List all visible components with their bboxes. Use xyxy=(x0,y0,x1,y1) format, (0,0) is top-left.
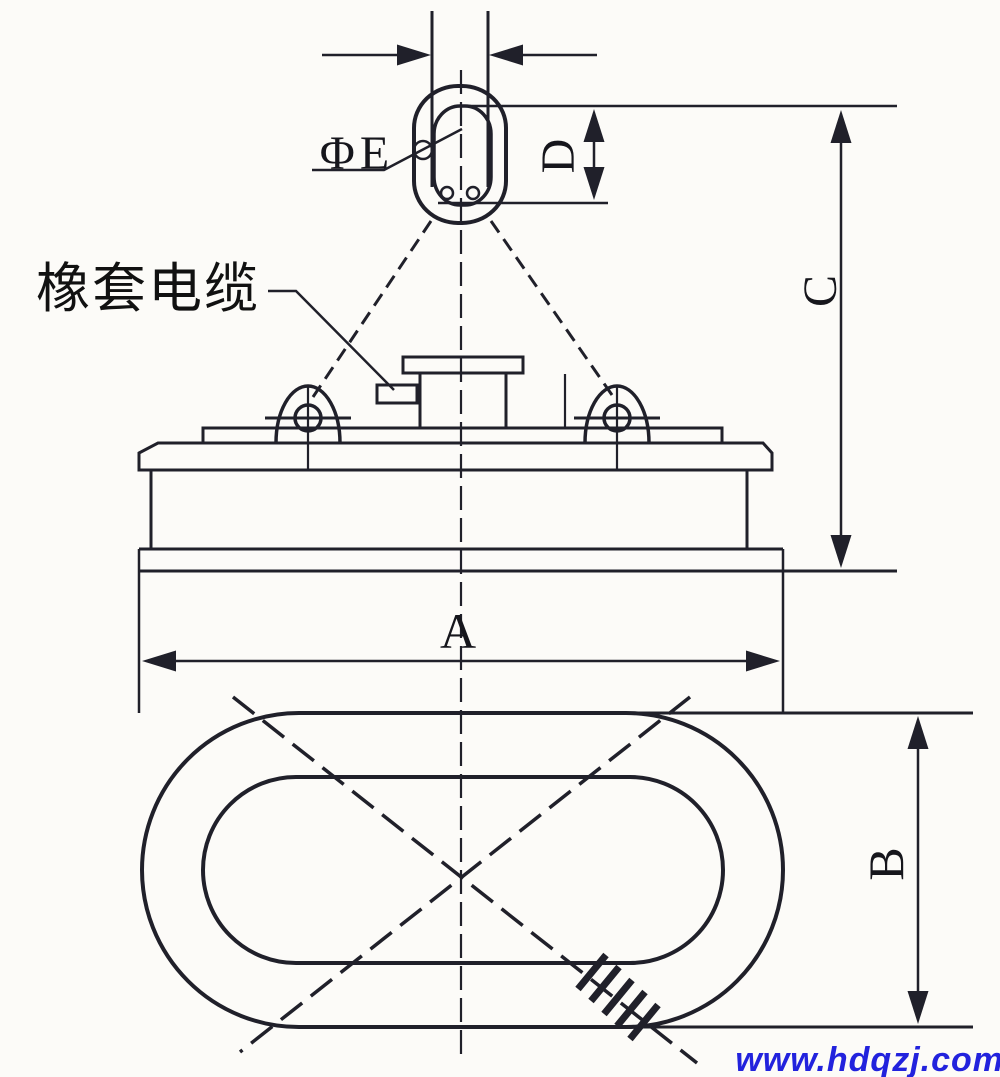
c-arrow-up-icon xyxy=(830,110,852,143)
a-dim-label: A xyxy=(440,603,476,659)
b-dim-label: B xyxy=(858,847,914,880)
diagonal-centerline-1 xyxy=(231,695,699,1065)
sling-line-right xyxy=(489,220,614,396)
diagonal-centerline-2 xyxy=(238,695,692,1054)
cable-leader xyxy=(268,289,395,391)
hatch-tick xyxy=(614,989,648,1029)
lug-left xyxy=(265,384,351,470)
terminal-box-cap xyxy=(401,355,525,375)
c-dim-label: C xyxy=(794,275,847,307)
a-arrow-left-icon xyxy=(142,650,176,672)
b-arrow-up-icon xyxy=(907,716,929,749)
d-dim-label: D xyxy=(532,139,585,174)
ring-diameter-label: ΦE xyxy=(320,127,394,180)
hatch-tick xyxy=(575,952,609,992)
lug-left-hole xyxy=(293,403,323,433)
link-bar-section-left xyxy=(439,185,455,201)
link-bar-section-right xyxy=(465,185,481,201)
hatch-tick xyxy=(588,964,622,1004)
a-arrow-right-icon xyxy=(746,650,780,672)
hatch-marks xyxy=(575,952,661,1042)
front-view: ΦE D C xyxy=(36,11,897,1058)
b-arrow-down-icon xyxy=(907,991,929,1024)
lug-right xyxy=(574,384,660,470)
d-arrow-up-icon xyxy=(583,109,605,142)
watermark-text: www.hdqzj.com xyxy=(735,1041,1000,1077)
cable-label: 橡套电缆 xyxy=(36,259,260,319)
plan-outline-outer xyxy=(140,711,785,1029)
hatch-tick xyxy=(627,1002,661,1042)
lug-right-hole xyxy=(602,403,632,433)
shank-dim-arrow-right-icon xyxy=(397,44,431,66)
d-arrow-down-icon xyxy=(583,167,605,200)
plan-outline-inner xyxy=(201,775,725,965)
sling-line-left xyxy=(311,220,433,398)
ring-diameter-leader xyxy=(312,127,463,172)
c-arrow-down-icon xyxy=(830,535,852,568)
rim-plate xyxy=(201,426,724,443)
cable-gland-box xyxy=(375,383,419,405)
top-plate xyxy=(137,441,774,472)
ring-bar-circle xyxy=(412,139,434,161)
shank-dim-arrow-left-icon xyxy=(489,44,523,66)
plan-view: B xyxy=(140,695,973,1065)
hatch-tick xyxy=(601,977,635,1017)
